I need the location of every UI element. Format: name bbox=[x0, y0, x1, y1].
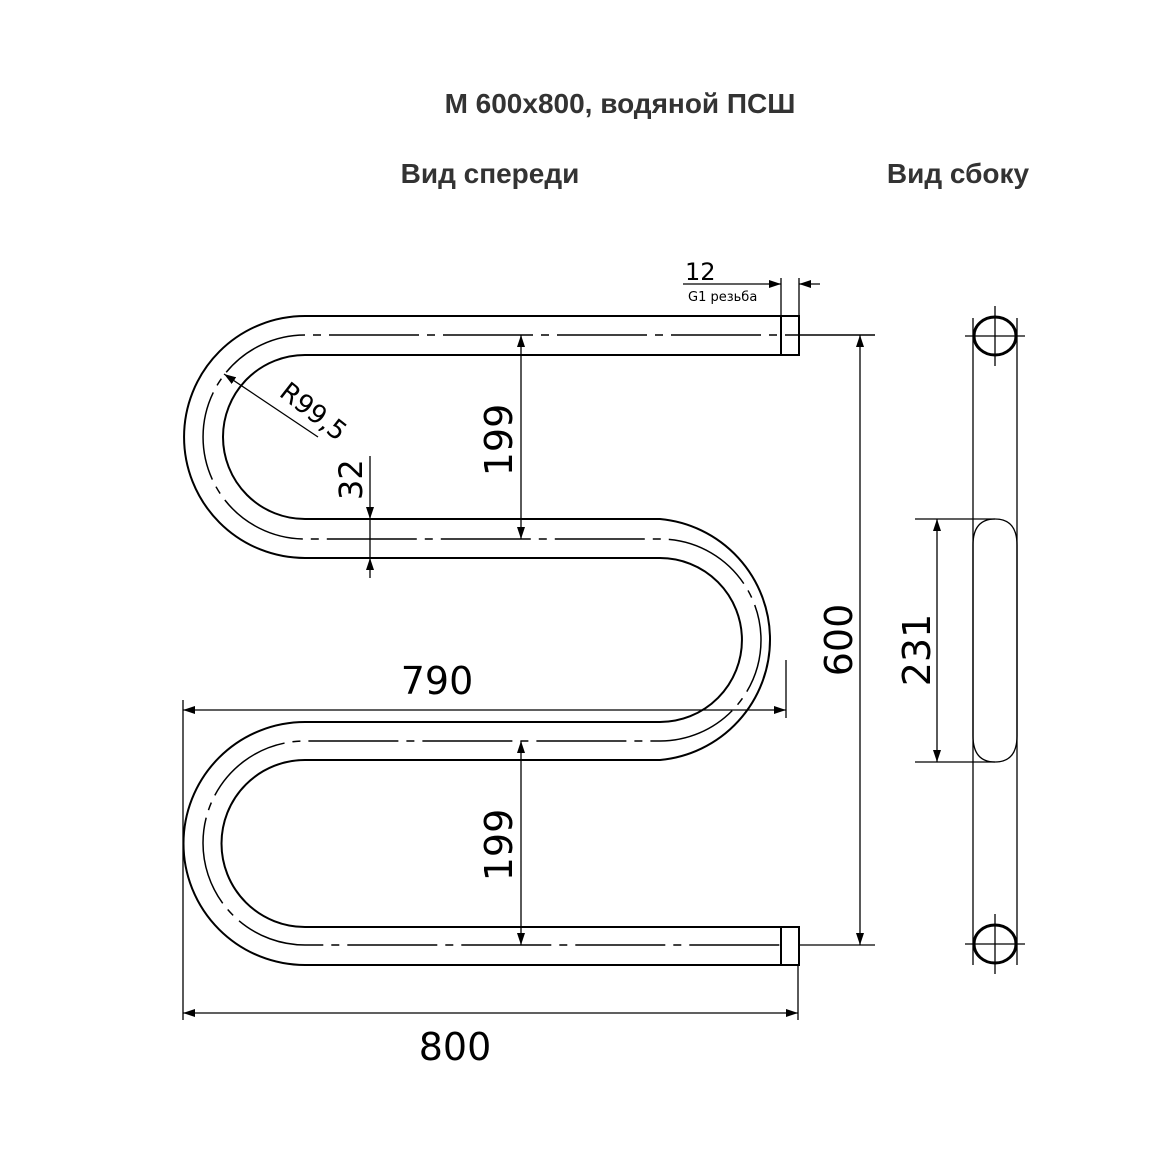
dim-thread: 12 G1 резьба bbox=[683, 258, 820, 316]
dim-total-height: 600 bbox=[799, 335, 875, 946]
total-height-label: 600 bbox=[817, 604, 861, 677]
drawing-title: M 600x800, водяной ПСШ bbox=[445, 88, 796, 119]
middle-bend-section bbox=[972, 518, 1018, 763]
dim-spacing-bottom: 199 bbox=[477, 741, 525, 945]
dim-radius: R99,5 bbox=[223, 373, 352, 447]
dim-inner-width: 790 bbox=[182, 659, 787, 1020]
total-width-label: 800 bbox=[419, 1025, 492, 1069]
spacing-top-label: 199 bbox=[477, 404, 521, 477]
thread-note: G1 резьба bbox=[688, 290, 757, 305]
radius-label: R99,5 bbox=[274, 377, 352, 447]
front-view-label: Вид спереди bbox=[401, 158, 580, 189]
dim-pipe-diameter: 32 bbox=[332, 456, 374, 578]
thread-length-label: 12 bbox=[685, 258, 716, 286]
dim-spacing-top: 199 bbox=[477, 335, 525, 539]
spacing-bottom-label: 199 bbox=[477, 809, 521, 882]
side-view: 231 bbox=[895, 306, 1025, 974]
diameter-label: 32 bbox=[332, 459, 370, 500]
side-view-label: Вид сбоку bbox=[887, 158, 1030, 189]
dim-total-width: 800 bbox=[183, 965, 799, 1069]
inner-width-label: 790 bbox=[401, 659, 474, 703]
side-depth-label: 231 bbox=[895, 614, 939, 687]
front-view-pipe bbox=[182, 315, 875, 966]
thread-end-top bbox=[780, 315, 800, 356]
thread-end-bottom bbox=[780, 926, 800, 966]
